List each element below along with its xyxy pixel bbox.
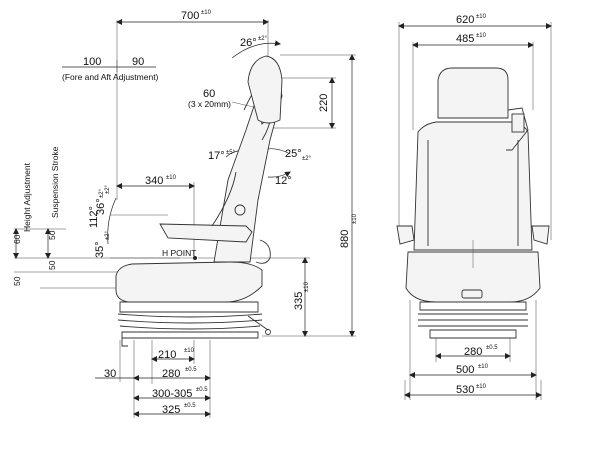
front-total-width-value: 530 [456,384,474,396]
base-offset-value: 30 [104,368,116,380]
fore-aft-right: 90 [132,56,144,68]
lumbar-value: 60 [203,88,215,100]
headrest-value: 220 [318,94,330,112]
side-view: 700 ±10 100 90 (Fore and Aft Adjustment)… [12,10,358,418]
back-angle-b-tol: ±2° [302,156,312,162]
dim-seat-angles: 112° ±2° 36° ±2° 35° ±2° [88,184,195,259]
cushion-angle-value: 36° [95,198,107,215]
height-adj-b: 50 [47,230,57,240]
base-d-value: 325 [162,404,180,416]
dim-base-side: 210 ±10 280 ±0.5 30 300-305 ±0.5 325 ±0.… [95,340,211,418]
front-total-width-tol: ±10 [476,384,487,390]
backrest-tilt-tol: ±2° [258,36,268,42]
dim-overall-height: 880 ±10 [262,54,358,337]
dim-backrest-tilt: 26° ±2° [231,36,281,59]
base-c-value: 300-305 [152,388,192,400]
dim-front-overall-width: 620 ±10 [398,14,552,240]
front-cushion-width-tol: ±10 [478,364,489,370]
fore-aft-label: (Fore and Aft Adjustment) [62,72,159,82]
susp-stroke-a: 50 [12,276,22,286]
h-point-label: H POINT [162,248,196,258]
back-angle-b-value: 25° [285,148,302,160]
cushion-tilt-value: 35° [94,241,106,258]
dim-seat-depth: 340 ±10 [116,175,195,258]
dim-lumbar: 60 (3 x 20mm) [188,88,259,109]
cushion-tilt-tol: ±2° [105,230,111,240]
back-angle-a-tol: ±5° [226,150,236,156]
fore-aft-left: 100 [83,56,101,68]
overall-depth-value: 700 [181,10,199,22]
backrest-tilt-value: 26° [240,37,257,49]
back-angle-c-value: 12° [275,175,292,187]
lumbar-note: (3 x 20mm) [188,99,231,109]
hip-angle-tol: ±2° [99,188,105,198]
front-base-width-value: 280 [464,346,482,358]
overall-height-tol: ±10 [352,213,358,224]
seat-side-drawing [115,55,283,347]
seat-depth-value: 340 [145,175,163,187]
dim-front-base-width: 280 ±0.5 [435,338,511,362]
base-b-value: 280 [162,368,180,380]
front-view: 620 ±10 485 ±10 * [396,14,552,400]
base-c-tol: ±0.5 [196,387,208,393]
overall-height-value: 880 [339,230,351,248]
susp-stroke-label: Suspension Stroke [50,146,60,218]
h-point-height-tol: ±10 [304,281,310,292]
base-a-tol: ±10 [184,348,195,354]
hip-angle-value: 112° [88,206,100,228]
h-point-height-value: 335 [293,292,305,310]
dim-overall-depth: 700 ±10 [116,10,269,200]
dim-h-point-height: 335 ±10 [198,257,310,337]
front-back-width-tol: ±10 [476,33,487,39]
susp-stroke-b: 50 [47,260,57,270]
seat-front-drawing: * [396,67,550,339]
base-d-tol: ±0.5 [184,403,196,409]
height-adj-label: Height Adjustment [22,162,32,232]
front-back-width-value: 485 [456,33,474,45]
h-point-marker: H POINT [162,248,197,260]
front-overall-width-value: 620 [456,14,474,26]
cushion-angle-tol: ±2° [105,184,111,194]
overall-depth-tol: ±10 [201,10,212,16]
dim-front-total-width: 530 ±10 [404,380,542,400]
dim-fore-aft: 100 90 (Fore and Aft Adjustment) [62,56,159,82]
base-b-tol: ±0.5 [185,367,197,373]
back-angle-a-value: 17° [208,150,225,162]
height-adj-a: 60 [12,234,22,244]
front-cushion-width-value: 500 [456,364,474,376]
front-overall-width-tol: ±10 [476,14,487,20]
dim-front-cushion-width: 500 ±10 [409,300,537,400]
front-base-width-tol: ±0.5 [486,345,498,351]
seat-depth-tol: ±10 [166,175,177,181]
dim-height-adjustment: Height Adjustment Suspension Stroke 60 5… [12,146,180,289]
dim-front-back-width: 485 ±10 [412,33,534,130]
base-a-value: 210 [158,349,176,361]
